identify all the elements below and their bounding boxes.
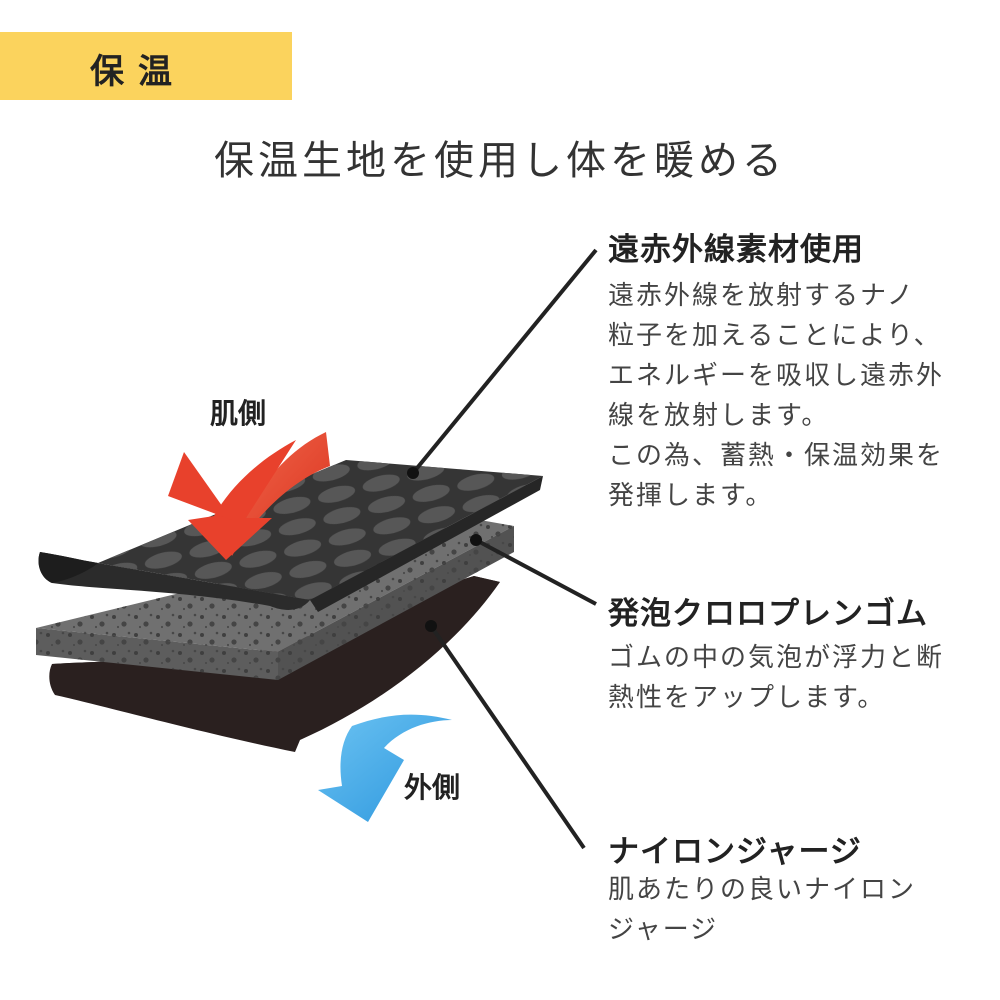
leader-line-far-infrared [411, 248, 598, 475]
leader-dot-foam [470, 534, 482, 546]
far-infrared-title: 遠赤外線素材使用 [608, 232, 864, 268]
foam-rubber-title: 発泡クロロプレンゴム [608, 596, 928, 632]
far-infrared-layer [38, 460, 543, 612]
foam-rubber-description: ゴムの中の気泡が浮力と断 熱性をアップします。 [608, 643, 945, 713]
nylon-jersey-title: ナイロンジャージ [608, 834, 862, 870]
far-infrared-description: 遠赤外線を放射するナノ 粒子を加えることにより、 エネルギーを吸収し遠赤外 線を… [608, 281, 945, 511]
section-tag: 保温 [90, 52, 186, 92]
leader-dot-far-infrared [407, 467, 419, 479]
curved-arrow-red-icon [168, 432, 330, 560]
curved-arrow-blue-icon [318, 714, 452, 822]
section-tag-background [0, 32, 292, 100]
skin-side-label: 肌側 [210, 397, 267, 430]
leader-line-foam [475, 538, 597, 606]
nylon-jersey-description: 肌あたりの良いナイロン ジャージ [608, 875, 917, 945]
outer-side-label: 外側 [404, 771, 461, 804]
leader-dot-jersey [425, 620, 437, 632]
page-subtitle: 保温生地を使用し体を暖める [214, 138, 786, 184]
leader-line-jersey [429, 624, 586, 850]
